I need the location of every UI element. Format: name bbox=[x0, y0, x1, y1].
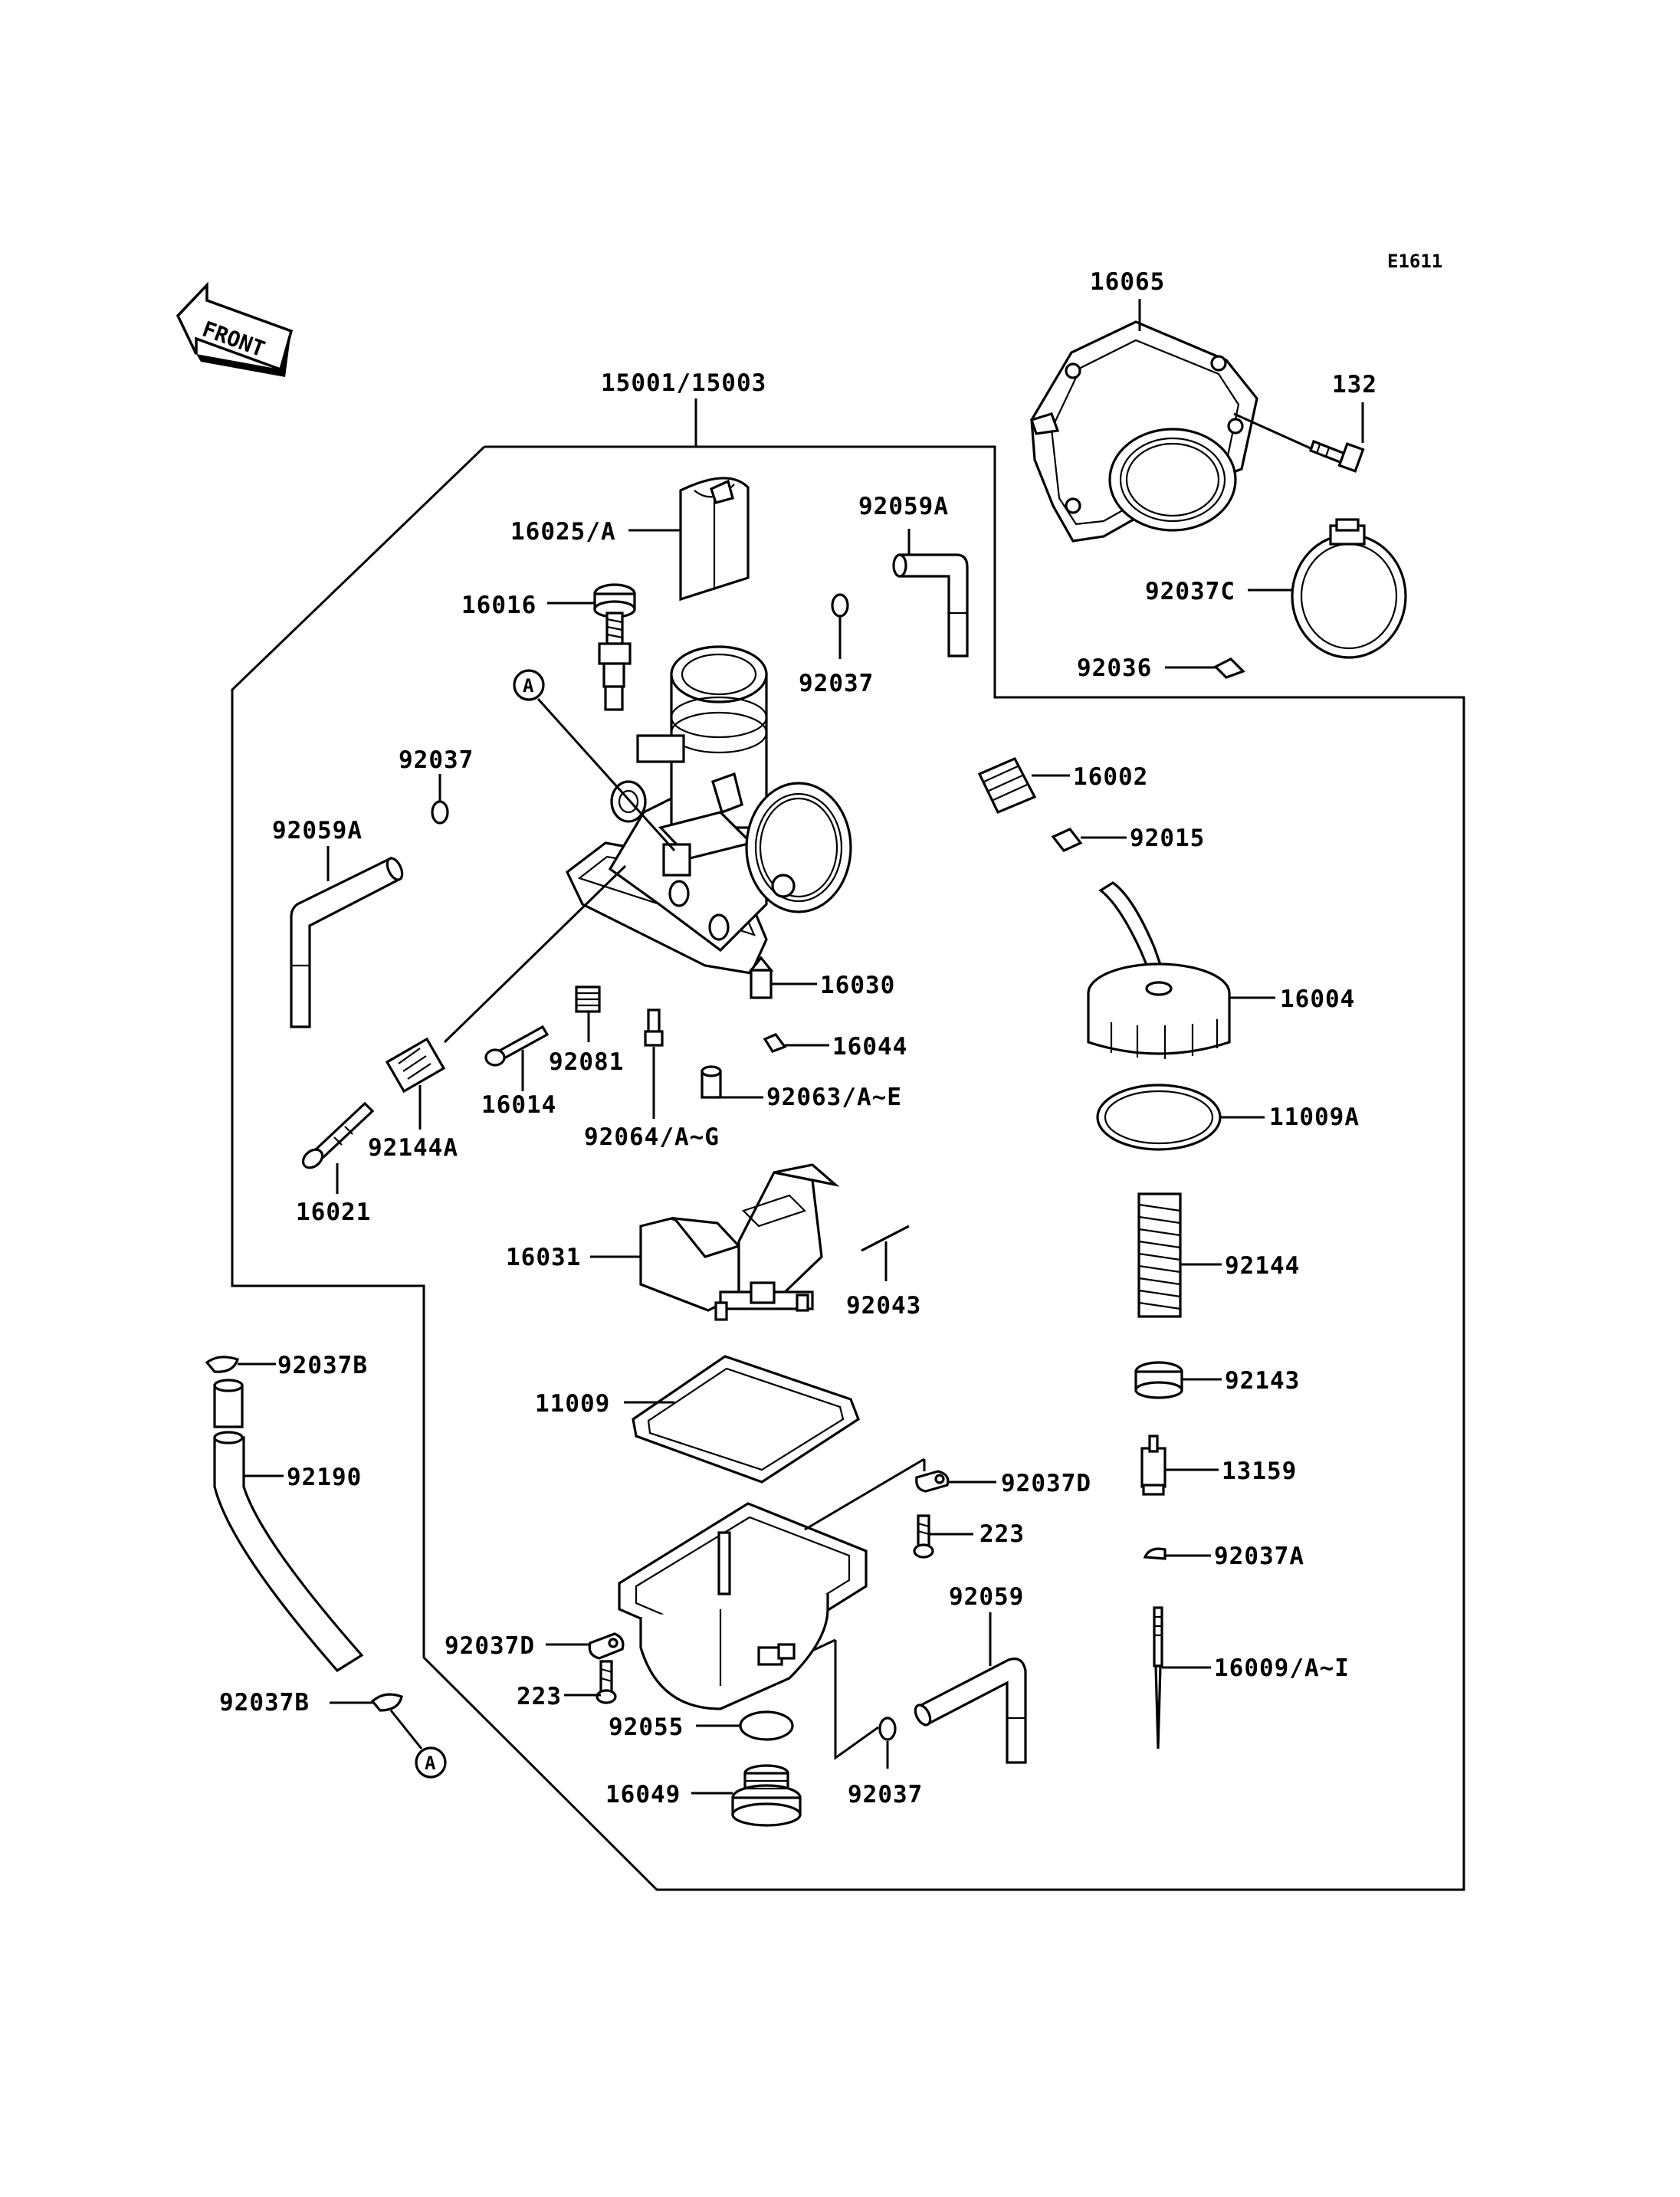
label-92143: 92143 bbox=[1225, 1367, 1300, 1395]
throttle-stop-screw-part bbox=[593, 583, 636, 711]
float-bowl-part bbox=[618, 1502, 868, 1710]
label-11009: 11009 bbox=[535, 1390, 610, 1418]
label-16016: 16016 bbox=[461, 592, 536, 619]
label-92015: 92015 bbox=[1130, 825, 1205, 852]
clip-13159-part bbox=[1140, 1435, 1166, 1496]
clip-92037-top-part bbox=[831, 593, 849, 618]
clamp-92037d-right-part bbox=[915, 1470, 950, 1493]
clip-16044-part bbox=[763, 1033, 787, 1053]
label-92043: 92043 bbox=[846, 1292, 921, 1320]
label-16049: 16049 bbox=[605, 1781, 681, 1808]
intake-manifold-part bbox=[1029, 320, 1258, 543]
label-92037A: 92037A bbox=[1214, 1543, 1304, 1570]
label-92037C: 92037C bbox=[1145, 578, 1235, 605]
nut-92015-part bbox=[1051, 828, 1083, 852]
label-92037B-bottom: 92037B bbox=[219, 1689, 310, 1717]
vent-hose-92059a-top-part bbox=[892, 553, 969, 657]
label-92059A-left: 92059A bbox=[272, 817, 363, 844]
label-92037D-left: 92037D bbox=[445, 1632, 535, 1660]
label-92037-left: 92037 bbox=[399, 746, 474, 774]
pin-92043-part bbox=[861, 1225, 910, 1252]
clip-92037a-part bbox=[1143, 1547, 1166, 1560]
throttle-valve-part bbox=[679, 477, 750, 602]
seat-92143-part bbox=[1134, 1361, 1183, 1399]
label-16004: 16004 bbox=[1280, 985, 1355, 1013]
o-ring-92055-part bbox=[739, 1710, 794, 1741]
clip-92037-bottom-part bbox=[878, 1717, 897, 1741]
cap-16002-part bbox=[977, 756, 1037, 815]
label-92059A-top: 92059A bbox=[858, 493, 949, 520]
spring-92144a-part bbox=[385, 1037, 446, 1094]
needle-valve-16030-part bbox=[748, 956, 774, 999]
label-92036: 92036 bbox=[1077, 654, 1152, 682]
label-16030: 16030 bbox=[820, 972, 895, 999]
front-arrow-icon: FRONT bbox=[176, 281, 294, 377]
label-92037-top: 92037 bbox=[799, 670, 874, 697]
label-223-right: 223 bbox=[979, 1520, 1025, 1548]
vent-hose-92059a-left-part bbox=[290, 856, 404, 1028]
label-92059: 92059 bbox=[949, 1583, 1024, 1611]
hose-clamp-92037c-part bbox=[1291, 518, 1407, 659]
float-16031-part bbox=[639, 1163, 840, 1321]
clip-92037b-top-part bbox=[205, 1356, 240, 1373]
label-13159: 13159 bbox=[1222, 1458, 1297, 1485]
screw-16021-part bbox=[301, 1101, 375, 1169]
spring-92144-part bbox=[1137, 1192, 1182, 1318]
label-16031: 16031 bbox=[506, 1244, 581, 1271]
drain-hose-92190-part bbox=[213, 1379, 364, 1673]
clamp-92037d-left-part bbox=[588, 1632, 625, 1660]
label-92037B-top: 92037B bbox=[277, 1352, 368, 1379]
label-11009A: 11009A bbox=[1269, 1103, 1360, 1131]
label-15001-15003: 15001/15003 bbox=[601, 369, 766, 397]
label-92144A: 92144A bbox=[368, 1134, 458, 1162]
jet-needle-16009-part bbox=[1153, 1606, 1163, 1749]
callout-a-lower-letter: A bbox=[425, 1753, 436, 1774]
callout-a-upper-letter: A bbox=[523, 675, 534, 697]
diagram-code: E1611 bbox=[1387, 251, 1442, 272]
label-16014: 16014 bbox=[481, 1091, 556, 1119]
label-132: 132 bbox=[1332, 371, 1377, 398]
clip-92037-left-part bbox=[431, 800, 449, 825]
vent-hose-92059-part bbox=[914, 1658, 1027, 1764]
label-92144: 92144 bbox=[1225, 1252, 1300, 1280]
label-92037D-right: 92037D bbox=[1001, 1470, 1091, 1497]
label-92063: 92063/A~E bbox=[766, 1084, 902, 1111]
o-ring-11009a-part bbox=[1096, 1084, 1222, 1151]
label-16002: 16002 bbox=[1073, 763, 1148, 791]
drain-plug-16049-part bbox=[731, 1764, 802, 1827]
callout-a-lower bbox=[415, 1746, 447, 1779]
callout-a-upper bbox=[513, 669, 545, 701]
bolt-132-part bbox=[1309, 439, 1365, 473]
label-16021: 16021 bbox=[296, 1199, 371, 1226]
main-jet-92063-part bbox=[701, 1065, 722, 1099]
label-92081: 92081 bbox=[549, 1048, 624, 1076]
assembly-boundary bbox=[231, 445, 1465, 1891]
spring-92081-part bbox=[575, 985, 601, 1013]
clip-92036-part bbox=[1213, 657, 1245, 679]
label-16065: 16065 bbox=[1090, 268, 1165, 296]
clip-92037b-bottom-part bbox=[370, 1693, 403, 1712]
carb-top-cap-16004-part bbox=[1087, 881, 1231, 1059]
label-92064: 92064/A~G bbox=[584, 1123, 720, 1151]
screw-223-left-part bbox=[596, 1660, 617, 1704]
label-223-left: 223 bbox=[517, 1683, 562, 1710]
screw-223-right-part bbox=[913, 1514, 934, 1559]
label-16025A: 16025/A bbox=[510, 518, 616, 546]
gasket-11009-part bbox=[632, 1355, 860, 1484]
pilot-jet-92064-part bbox=[644, 1008, 664, 1047]
label-92037-bottom: 92037 bbox=[848, 1781, 923, 1808]
label-16009: 16009/A~I bbox=[1214, 1654, 1350, 1682]
label-92055: 92055 bbox=[609, 1713, 684, 1741]
label-92190: 92190 bbox=[287, 1464, 362, 1491]
pilot-screw-16014-part bbox=[484, 1025, 550, 1067]
label-16044: 16044 bbox=[832, 1033, 907, 1061]
